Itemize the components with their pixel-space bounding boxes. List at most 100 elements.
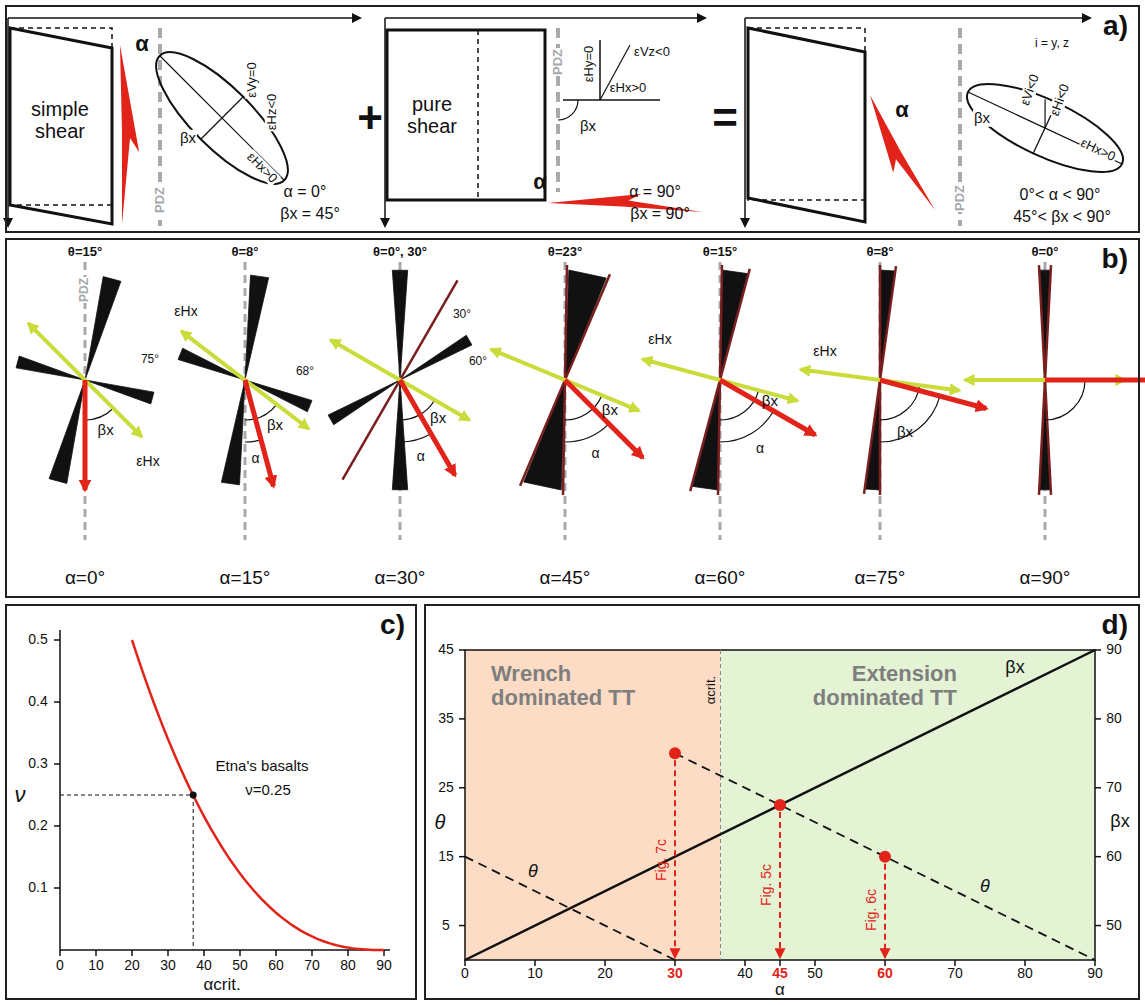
- tick-label: 0: [55, 958, 65, 973]
- tick-label: 50: [231, 958, 249, 973]
- tick-label: 50: [806, 966, 824, 981]
- index-note: i = y, z: [1034, 37, 1070, 50]
- strain-label: εHx: [812, 344, 837, 359]
- tick: [744, 960, 746, 966]
- data-point: [669, 747, 681, 759]
- tick: [54, 887, 60, 889]
- line-label: βx: [1004, 658, 1025, 678]
- axis-title: α: [774, 981, 786, 1000]
- tick-label: 0.1: [27, 880, 48, 895]
- pdz-line: [879, 262, 882, 540]
- tick-label: 0.3: [27, 756, 48, 771]
- alpha-label: α=15°: [219, 568, 272, 589]
- tick-label: 70: [303, 958, 321, 973]
- reference-arrow: [884, 864, 886, 957]
- tick-label: 45: [437, 642, 455, 657]
- tick-label: 0.4: [27, 694, 48, 709]
- angle-symbol: βx: [97, 422, 115, 439]
- plot-frame: [465, 650, 1095, 960]
- tick: [1095, 649, 1101, 651]
- angle-arc: [558, 100, 578, 120]
- tick: [459, 925, 465, 927]
- angle-label: 30°: [452, 308, 472, 321]
- slip-bolt-arrow: [870, 95, 935, 210]
- tick-label: 50: [1105, 918, 1123, 933]
- guide-line: [193, 795, 194, 950]
- poisson-curve: [132, 640, 384, 950]
- angle-symbol: βx: [429, 410, 447, 427]
- tick-label: 90: [1086, 966, 1104, 981]
- angle-symbol: α: [416, 450, 426, 465]
- axis: [745, 17, 1090, 19]
- fracture-sketch: [16, 262, 154, 540]
- tick: [779, 960, 781, 966]
- tick: [275, 950, 277, 956]
- pdz-label: PDZ: [551, 48, 565, 76]
- panel-letter: a): [1103, 11, 1128, 42]
- initial-block: [748, 28, 865, 200]
- tick: [1024, 960, 1026, 966]
- parameter-label: α = 90°: [628, 183, 682, 201]
- tick-label: 25: [437, 780, 455, 795]
- operator-symbol: +: [356, 94, 384, 142]
- tick: [459, 718, 465, 720]
- axis-title: βx: [1109, 812, 1130, 832]
- ellipse: [139, 35, 306, 202]
- tick: [203, 950, 205, 956]
- alpha-arc: [880, 396, 940, 442]
- angle-symbol: βx: [601, 402, 619, 419]
- parameter-label: 0°< α < 90°: [1019, 186, 1102, 204]
- tick: [1094, 960, 1096, 966]
- figure-reference: Fig. 6c: [864, 888, 879, 932]
- axis: [8, 17, 360, 19]
- domain-region: Extension dominated TT: [723, 652, 1098, 962]
- tick: [95, 950, 97, 956]
- tick: [954, 960, 956, 966]
- theta-label: θ=23°: [547, 245, 583, 259]
- initial-block: [10, 28, 112, 205]
- tick: [59, 950, 61, 956]
- displacement-arrow: [720, 380, 815, 435]
- theta-label: θ=15°: [702, 245, 738, 259]
- beta-line: [465, 650, 1095, 960]
- operator-symbol: =: [711, 94, 739, 142]
- alpha-label: α=90°: [1019, 568, 1072, 589]
- fracture-sketch: [178, 262, 312, 540]
- tick: [1095, 787, 1101, 789]
- tick: [1095, 925, 1101, 927]
- domain-region: Wrench dominated TT: [467, 652, 723, 962]
- angle-symbol: α: [250, 452, 260, 467]
- tick: [674, 960, 676, 966]
- theta-label: θ=0°: [1030, 245, 1059, 259]
- axis-title: θ: [434, 811, 447, 833]
- strain-label: εHi<0: [1047, 81, 1072, 119]
- strain-ellipse: [956, 67, 1134, 190]
- angle-symbol: α: [532, 170, 548, 194]
- pdz-label: PDZ: [953, 184, 967, 212]
- panel-d-chart: [459, 650, 1101, 966]
- displacement-arrow: [245, 380, 273, 486]
- theta-line: [465, 857, 675, 960]
- tick: [1095, 718, 1101, 720]
- alpha-label: α=45°: [539, 568, 592, 589]
- guide-line: [60, 795, 193, 796]
- initial-block-edge: [477, 30, 479, 200]
- panel-letter: b): [1102, 244, 1128, 275]
- panel-b-sketches: [16, 262, 1145, 540]
- reference-arrow: [674, 760, 676, 957]
- region-label: Wrench dominated TT: [491, 662, 661, 710]
- tick-label: 30: [666, 966, 684, 981]
- tick: [459, 787, 465, 789]
- beta-arc: [720, 390, 759, 420]
- axis-title: ν: [14, 783, 27, 807]
- angle-symbol: α: [894, 98, 910, 122]
- tick-label: 40: [736, 966, 754, 981]
- tick: [54, 639, 60, 641]
- angle-symbol: βx: [579, 118, 597, 135]
- theta-label: θ=15°: [67, 245, 103, 259]
- panel-frame: d)Wrench dominated TTExtension dominated…: [424, 604, 1140, 1000]
- strain-label: εHy=0: [582, 45, 596, 84]
- tick-label: 0.5: [27, 632, 48, 647]
- block-label: simple shear: [14, 98, 106, 142]
